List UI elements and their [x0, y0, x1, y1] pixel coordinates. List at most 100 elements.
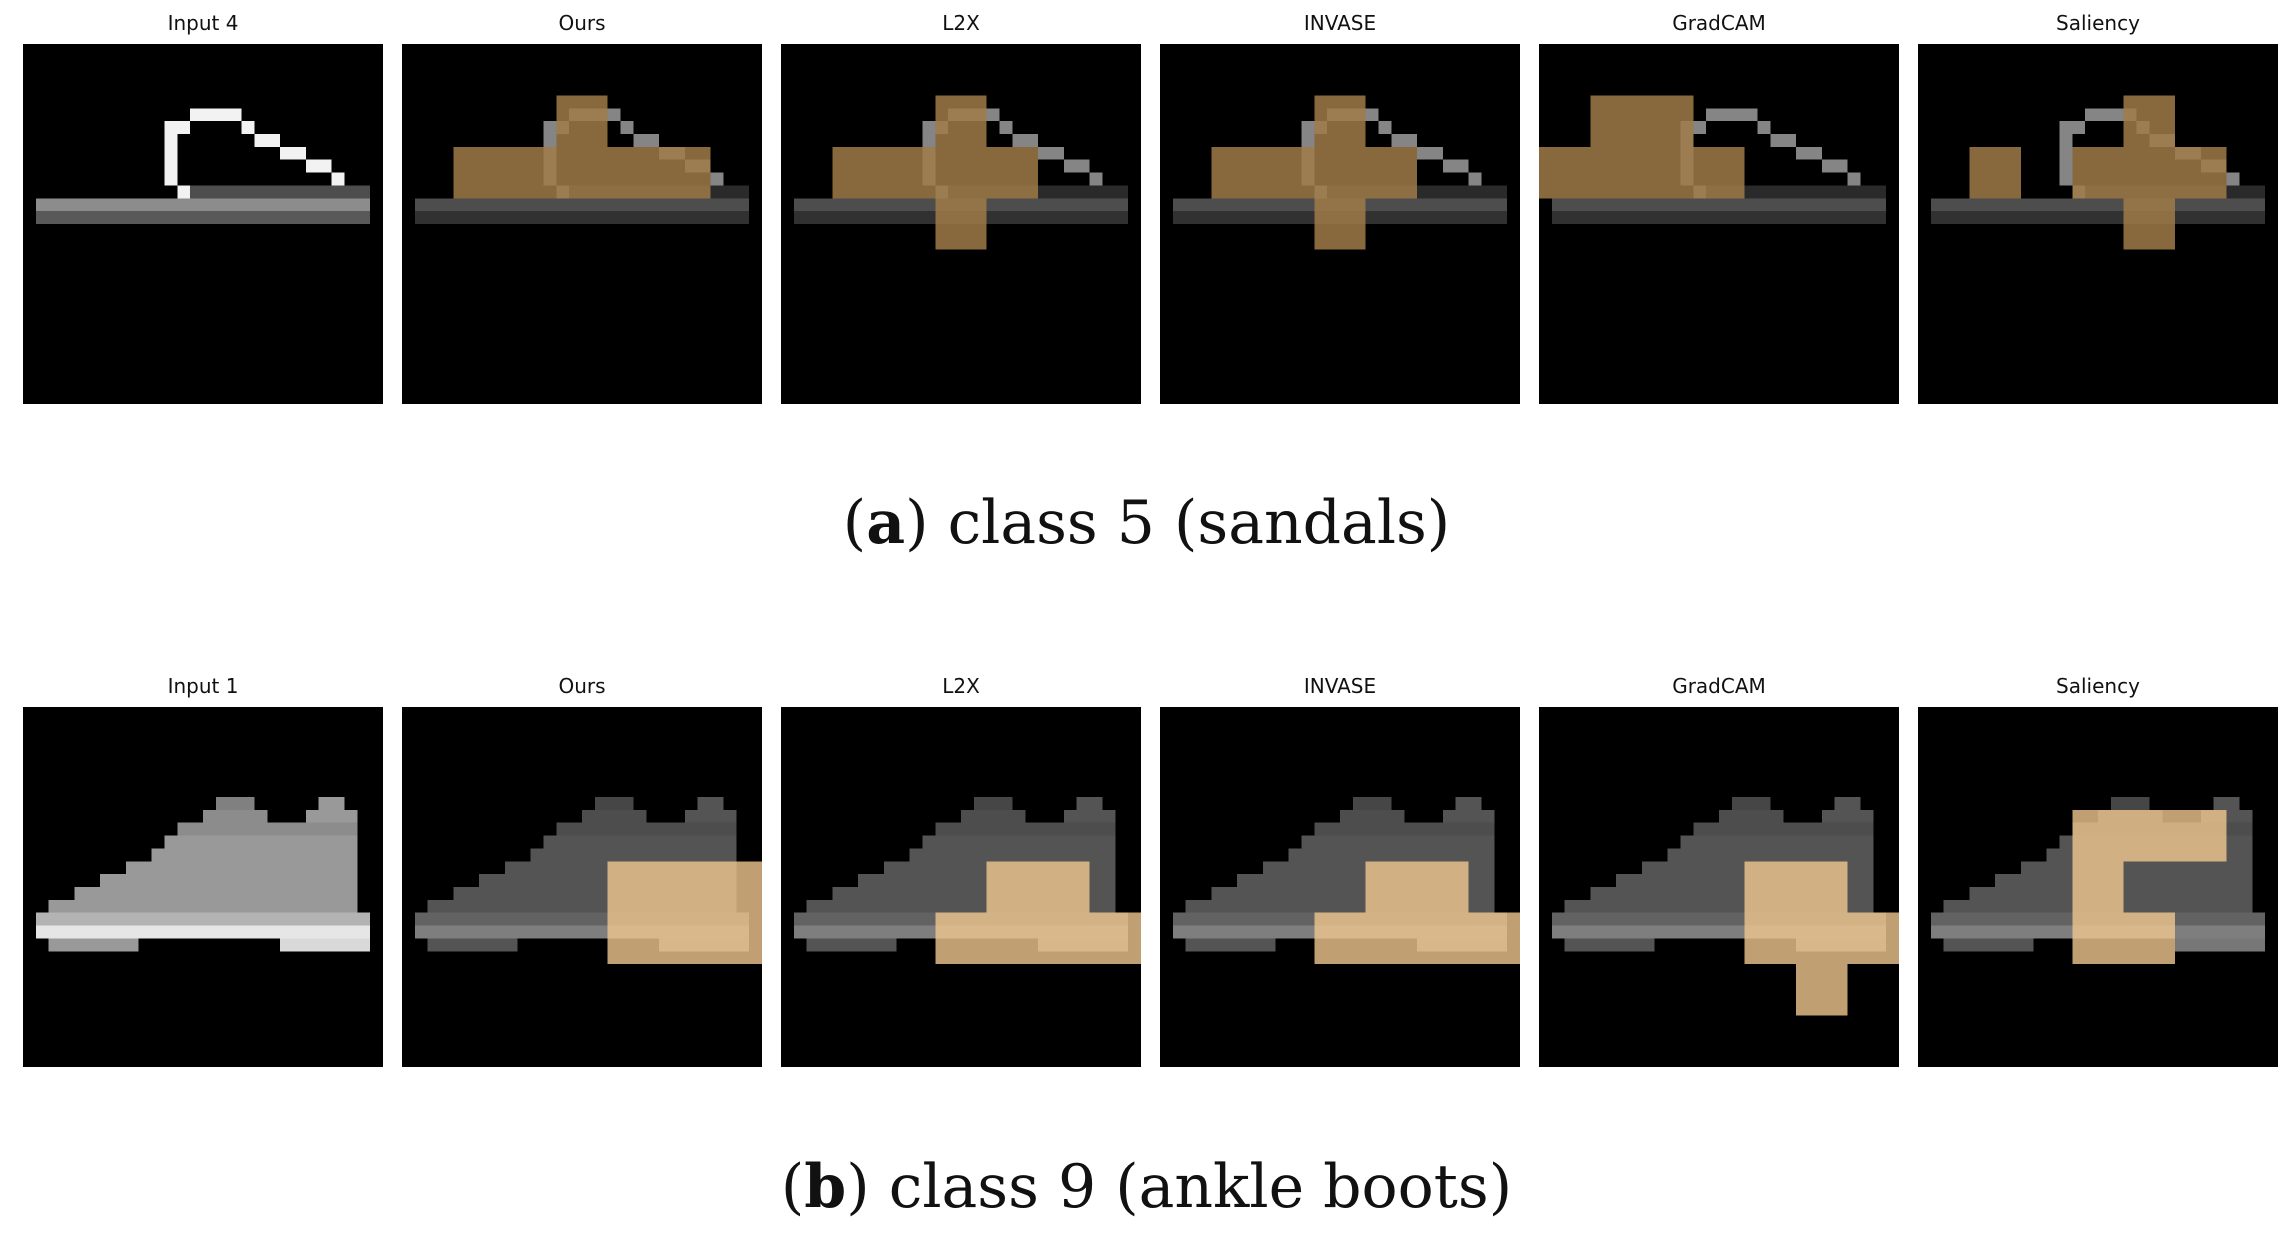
image-pixel: [1629, 899, 1642, 913]
image-pixel: [241, 887, 255, 900]
image-pixel: [228, 887, 242, 900]
image-pixel: [858, 198, 871, 212]
image-pixel: [164, 887, 178, 900]
image-pixel: [922, 874, 936, 887]
image-pixel: [1770, 809, 1784, 823]
image-pixel: [215, 861, 229, 875]
panel-image: [402, 707, 762, 1067]
image-pixel: [453, 899, 467, 913]
image-pixel: [151, 848, 165, 862]
image-pixel: [948, 835, 961, 849]
image-pixel: [2200, 899, 2214, 913]
image-pixel: [1847, 797, 1861, 810]
caption-label: a: [866, 488, 906, 558]
image-pixel: [2239, 809, 2253, 823]
image-pixel: [1731, 198, 1745, 212]
image-pixel: [1275, 912, 1289, 926]
image-pixel: [922, 198, 936, 212]
image-pixel: [138, 211, 152, 224]
highlight-patch: [1796, 964, 1848, 1016]
image-pixel: [466, 198, 480, 212]
image-pixel: [806, 198, 820, 212]
image-pixel: [344, 925, 358, 939]
image-pixel: [203, 848, 216, 862]
image-pixel: [1455, 198, 1469, 212]
image-pixel: [1847, 198, 1861, 212]
image-pixel: [1667, 887, 1681, 900]
image-pixel: [1757, 848, 1771, 862]
image-pixel: [935, 835, 949, 849]
image-pixel: [2200, 912, 2214, 926]
image-pixel: [517, 899, 531, 913]
image-pixel: [1757, 822, 1771, 836]
image-pixel: [1430, 185, 1443, 199]
image-pixel: [254, 822, 268, 836]
image-pixel: [999, 809, 1013, 823]
image-pixel: [1340, 835, 1353, 849]
image-pixel: [151, 861, 165, 875]
image-pixel: [1667, 899, 1681, 913]
image-pixel: [427, 938, 441, 952]
image-pixel: [1275, 211, 1289, 224]
image-pixel: [1089, 211, 1103, 224]
image-pixel: [74, 912, 88, 926]
image-pixel: [2136, 887, 2150, 900]
image-pixel: [151, 874, 165, 887]
image-pixel: [1744, 108, 1758, 122]
image-pixel: [1378, 822, 1392, 836]
image-pixel: [1719, 108, 1732, 122]
image-pixel: [1719, 822, 1732, 836]
image-pixel: [138, 198, 152, 212]
image-pixel: [1301, 925, 1315, 939]
image-pixel: [1603, 887, 1617, 900]
image-pixel: [254, 848, 268, 862]
image-pixel: [344, 211, 358, 224]
image-pixel: [961, 861, 974, 875]
image-pixel: [806, 925, 820, 939]
image-pixel: [684, 211, 698, 224]
image-pixel: [883, 925, 897, 939]
image-pixel: [1667, 211, 1681, 224]
image-pixel: [620, 822, 634, 836]
image-pixel: [2020, 899, 2034, 913]
image-pixel: [190, 185, 203, 199]
highlight-patch: [1539, 146, 1745, 199]
image-pixel: [504, 887, 518, 900]
image-pixel: [973, 899, 987, 913]
image-pixel: [1590, 899, 1604, 913]
image-pixel: [357, 211, 371, 224]
image-pixel: [1956, 211, 1970, 224]
image-pixel: [723, 848, 737, 862]
image-pixel: [2033, 874, 2047, 887]
image-pixel: [2226, 797, 2240, 810]
caption-text: class 9 (ankle boots): [888, 1152, 1513, 1222]
image-pixel: [151, 899, 165, 913]
image-pixel: [883, 938, 897, 952]
image-pixel: [935, 874, 949, 887]
image-pixel: [2226, 874, 2240, 887]
image-pixel: [896, 198, 910, 212]
image-pixel: [344, 198, 358, 212]
image-pixel: [684, 848, 698, 862]
image-pixel: [2046, 874, 2060, 887]
image-pixel: [2200, 938, 2214, 952]
image-pixel: [1616, 887, 1629, 900]
image-pixel: [1834, 809, 1848, 823]
image-pixel: [164, 848, 178, 862]
image-pixel: [871, 887, 884, 900]
image-pixel: [1468, 198, 1482, 212]
image-pixel: [1365, 211, 1379, 224]
image-pixel: [2226, 185, 2240, 199]
image-pixel: [177, 874, 191, 887]
image-pixel: [1468, 861, 1482, 875]
image-pixel: [1314, 887, 1328, 900]
image-pixel: [2008, 211, 2021, 224]
image-pixel: [1063, 835, 1077, 849]
image-pixel: [2226, 172, 2240, 186]
image-pixel: [1982, 912, 1996, 926]
image-pixel: [633, 134, 647, 147]
image-pixel: [1468, 874, 1482, 887]
image-pixel: [357, 925, 371, 939]
image-pixel: [2188, 938, 2201, 952]
image-pixel: [2033, 912, 2047, 926]
